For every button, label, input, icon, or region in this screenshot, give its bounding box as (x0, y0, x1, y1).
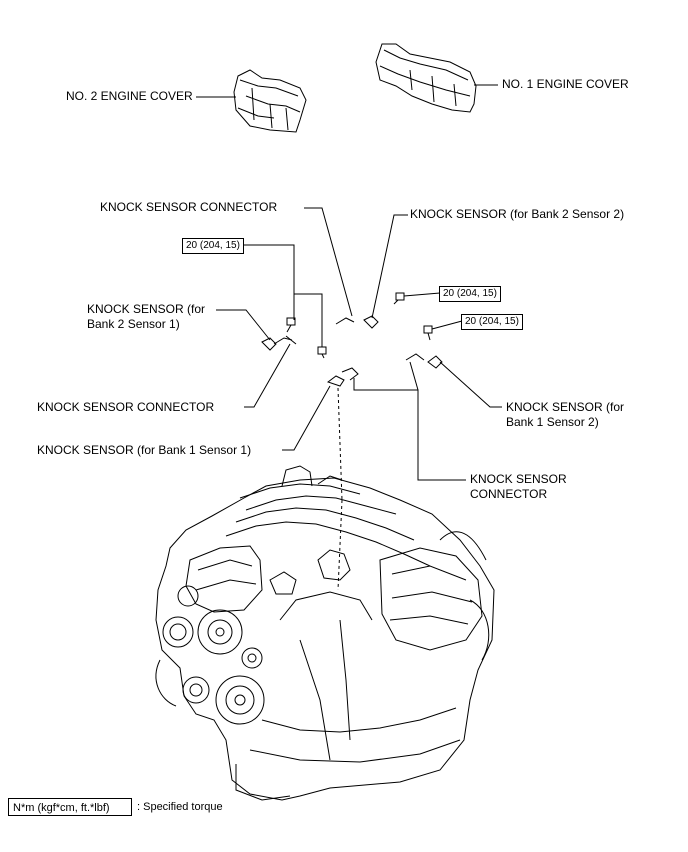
no1-engine-cover-drawing (375, 43, 477, 113)
leader-lines (216, 207, 502, 591)
label-knock-sensor-connector-top: KNOCK SENSOR CONNECTOR (100, 200, 278, 214)
label-no1-engine-cover: NO. 1 ENGINE COVER (502, 77, 629, 91)
label-knock-sensor-bank2-sensor1-line2: Bank 2 Sensor 1) (87, 317, 180, 331)
label-knock-sensor-bank1-sensor1: KNOCK SENSOR (for Bank 1 Sensor 1) (37, 443, 252, 457)
legend-description: : Specified torque (137, 801, 223, 813)
label-no2-engine-cover: NO. 2 ENGINE COVER (66, 89, 193, 103)
label-knock-sensor-bank2-sensor2: KNOCK SENSOR (for Bank 2 Sensor 2) (410, 207, 625, 221)
label-knock-sensor-connector-bottom-line1: KNOCK SENSOR (470, 472, 567, 486)
label-knock-sensor-bank1-sensor2-line2: Bank 1 Sensor 2) (506, 415, 599, 429)
label-knock-sensor-bank1-sensor2-line1: KNOCK SENSOR (for (506, 400, 625, 414)
label-knock-sensor-bank2-sensor1-line1: KNOCK SENSOR (for (87, 302, 206, 316)
engine-block-drawing (155, 465, 495, 801)
torque-spec-right-upper: 20 (204, 15) (439, 286, 501, 302)
label-knock-sensor-connector-left: KNOCK SENSOR CONNECTOR (37, 400, 215, 414)
label-knock-sensor-connector-bottom-line2: CONNECTOR (470, 487, 548, 501)
torque-spec-right-lower: 20 (204, 15) (461, 314, 523, 330)
legend-torque-unit: N*m (kgf*cm, ft.*lbf) (8, 798, 132, 816)
knock-sensor-parts (261, 292, 443, 387)
torque-spec-left: 20 (204, 15) (182, 238, 244, 254)
no2-engine-cover-drawing (233, 69, 307, 133)
